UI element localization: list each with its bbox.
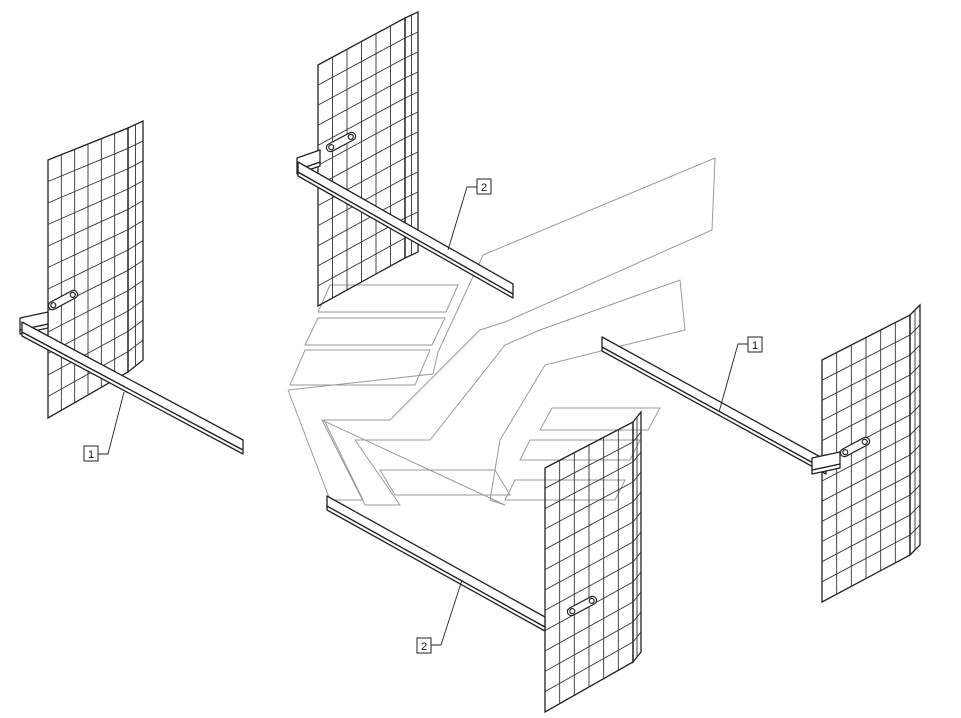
- leader-2-top: [447, 186, 477, 251]
- strap-bar-top: [297, 161, 514, 299]
- callout-2-top[interactable]: 2: [476, 178, 492, 195]
- strap-bar-left: [21, 321, 244, 455]
- callout-1-left[interactable]: 1: [83, 445, 99, 462]
- callout-label: 1: [752, 340, 758, 352]
- mesh-panel-bottom: [544, 410, 642, 714]
- parts-group: [19, 10, 921, 714]
- mounting-clip-left: [47, 289, 79, 311]
- mounting-clip-top: [325, 131, 357, 153]
- callout-label: 2: [481, 182, 487, 194]
- mesh-panel-top: [317, 10, 419, 308]
- callout-label: 2: [421, 641, 427, 653]
- strap-bar-right: [601, 336, 827, 475]
- leader-1-left: [98, 391, 125, 455]
- leader-lines: [98, 186, 748, 646]
- strap-bar-right-hook: [811, 451, 841, 475]
- callout-label: 1: [88, 449, 94, 461]
- leader-2-bottom: [431, 579, 463, 646]
- watermark-logo: [287, 157, 716, 506]
- callout-2-bottom[interactable]: 2: [416, 637, 432, 654]
- mounting-clip-right: [839, 436, 871, 458]
- callout-1-right[interactable]: 1: [747, 336, 763, 353]
- strap-bar-bottom: [326, 495, 546, 632]
- mounting-clip-bottom: [566, 595, 598, 617]
- mesh-panel-right: [821, 303, 921, 604]
- leader-1-right: [718, 343, 748, 413]
- mesh-panel-left: [47, 119, 144, 420]
